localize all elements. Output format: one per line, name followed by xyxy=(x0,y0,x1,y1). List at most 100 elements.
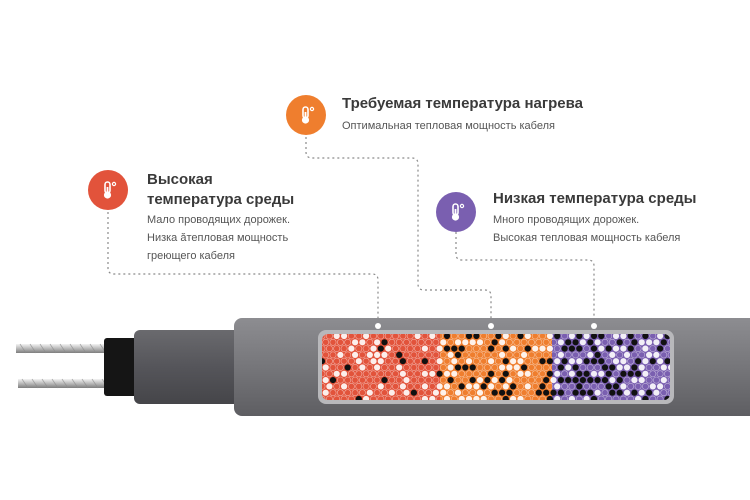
matrix-cell xyxy=(363,334,370,340)
matrix-cell xyxy=(473,383,480,390)
matrix-cell xyxy=(377,358,384,365)
matrix-cell xyxy=(436,370,443,377)
matrix-cell xyxy=(443,357,451,365)
matrix-cell xyxy=(325,395,333,400)
matrix-cell xyxy=(642,345,649,352)
matrix-cell xyxy=(642,382,649,390)
inner-insulation xyxy=(134,330,246,404)
matrix-cell xyxy=(366,351,373,358)
matrix-cell xyxy=(450,382,458,390)
matrix-cell xyxy=(649,383,656,390)
matrix-cell xyxy=(336,338,344,346)
matrix-cell xyxy=(502,370,509,377)
matrix-cell xyxy=(579,364,587,371)
matrix-cell xyxy=(451,358,458,365)
matrix-cell xyxy=(421,395,428,400)
matrix-cell xyxy=(392,395,399,400)
matrix-cell xyxy=(425,376,432,384)
matrix-cell xyxy=(344,364,351,371)
matrix-cell xyxy=(499,377,506,384)
matrix-cell xyxy=(565,339,572,346)
matrix-cell xyxy=(483,338,491,346)
matrix-cell xyxy=(347,395,355,400)
matrix-cell xyxy=(620,395,627,400)
matrix-cell xyxy=(612,334,620,340)
matrix-cell xyxy=(355,370,363,378)
matrix-cell xyxy=(417,376,425,384)
matrix-cell xyxy=(454,339,462,346)
matrix-cell xyxy=(612,370,620,378)
matrix-cell xyxy=(656,395,664,400)
matrix-cell xyxy=(480,383,487,390)
matrix-cell xyxy=(443,345,451,352)
matrix-cell xyxy=(605,383,612,390)
matrix-cell xyxy=(550,351,557,359)
matrix-cell xyxy=(476,351,484,359)
matrix-cell xyxy=(406,357,414,365)
matrix-cell xyxy=(631,351,638,359)
matrix-cell xyxy=(542,364,550,371)
matrix-cell xyxy=(373,389,381,397)
matrix-cell xyxy=(355,382,363,390)
matrix-cell xyxy=(667,376,670,384)
matrix-cell xyxy=(502,383,509,390)
matrix-cell xyxy=(417,364,425,371)
matrix-cell xyxy=(465,358,473,365)
matrix-cell xyxy=(366,338,374,346)
matrix-cell xyxy=(488,358,495,365)
matrix-cell xyxy=(494,345,502,352)
matrix-cell xyxy=(609,364,616,371)
matrix-cell xyxy=(329,351,337,359)
matrix-cell xyxy=(579,351,587,359)
matrix-cell xyxy=(329,364,337,371)
matrix-cell xyxy=(381,339,388,346)
matrix-cell xyxy=(576,370,583,377)
matrix-cell xyxy=(509,358,517,365)
matrix-cell xyxy=(568,358,576,365)
matrix-cell xyxy=(487,334,495,340)
matrix-cell xyxy=(575,395,583,400)
leader-dot-high xyxy=(375,323,381,329)
matrix-cell xyxy=(532,345,539,352)
matrix-cell xyxy=(473,395,480,400)
matrix-cell xyxy=(458,345,465,352)
matrix-cell xyxy=(347,357,355,365)
matrix-cell xyxy=(451,345,458,352)
matrix-cell xyxy=(499,389,506,396)
matrix-cell xyxy=(476,364,484,371)
matrix-cell xyxy=(491,364,499,371)
matrix-cell xyxy=(432,338,440,346)
matrix-cell xyxy=(620,345,627,352)
matrix-cell xyxy=(605,370,612,377)
matrix-cell xyxy=(620,358,627,365)
matrix-cell xyxy=(480,334,488,340)
matrix-cell xyxy=(656,370,664,378)
matrix-cell xyxy=(432,351,440,359)
matrix-cell xyxy=(605,334,613,340)
matrix-cell xyxy=(646,339,653,346)
matrix-cell xyxy=(495,334,502,340)
matrix-cell xyxy=(531,370,539,378)
callout-high-title-line2: температура среды xyxy=(147,191,295,208)
matrix-cell xyxy=(616,377,623,384)
matrix-cell xyxy=(586,364,594,371)
matrix-cell xyxy=(513,338,521,346)
matrix-cell xyxy=(638,377,645,384)
matrix-cell xyxy=(601,364,609,371)
matrix-cell xyxy=(576,334,583,340)
matrix-cell xyxy=(520,389,528,397)
matrix-cell xyxy=(388,364,396,371)
top-wire xyxy=(16,344,116,353)
matrix-cell xyxy=(465,383,473,390)
matrix-cell xyxy=(465,370,473,378)
matrix-cell xyxy=(322,364,329,371)
matrix-cell xyxy=(374,351,381,358)
matrix-cell xyxy=(440,339,447,346)
matrix-cell xyxy=(421,334,429,340)
matrix-cell xyxy=(568,382,576,390)
matrix-cell xyxy=(336,376,344,384)
matrix-cell xyxy=(388,351,396,359)
matrix-cell xyxy=(425,389,432,397)
matrix-cell xyxy=(480,357,488,365)
